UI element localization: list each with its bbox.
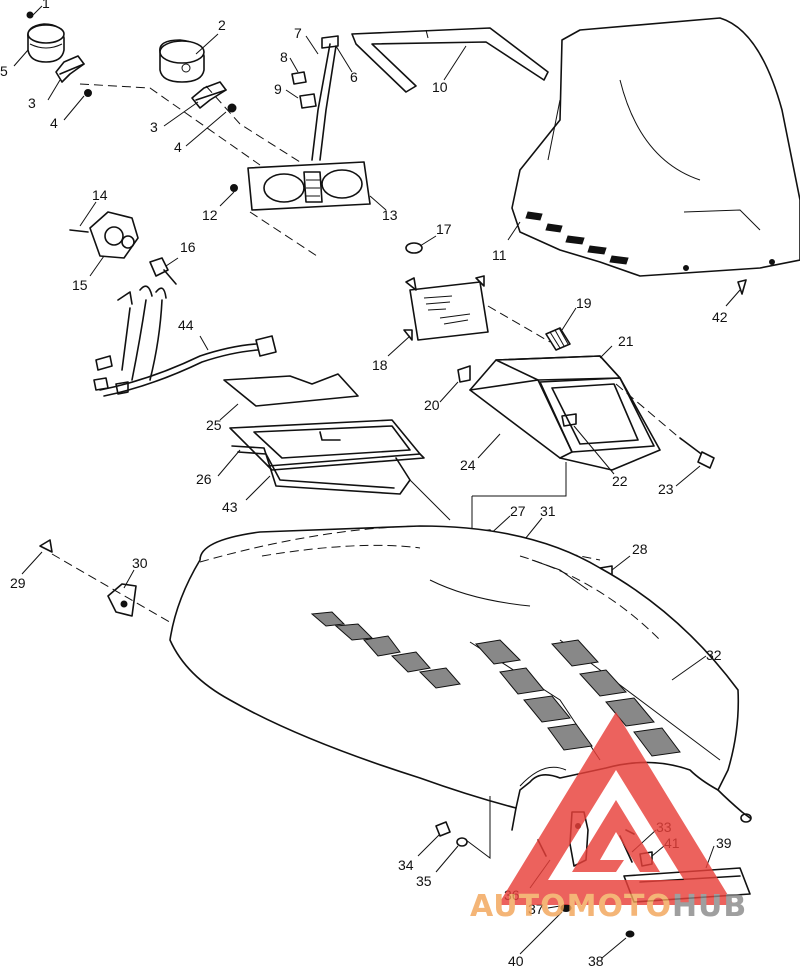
callout-40: 40 (508, 953, 524, 967)
callout-20: 20 (424, 397, 440, 413)
callout-13: 13 (382, 207, 398, 223)
guide-line-housing (472, 462, 567, 497)
nut-34 (417, 821, 451, 857)
pin-29 (21, 539, 53, 575)
callout-6: 6 (350, 69, 358, 85)
callout-18: 18 (372, 357, 388, 373)
callout-2: 2 (218, 17, 226, 33)
callout-29: 29 (10, 575, 26, 591)
callout-9: 9 (274, 81, 282, 97)
gauge-left (13, 5, 65, 67)
watermark-text-hub: HUB (672, 889, 747, 924)
bracket-right (163, 81, 237, 147)
bracket-left (47, 55, 92, 121)
callout-21: 21 (618, 333, 634, 349)
switch-stack (285, 35, 353, 161)
brace-bar (351, 27, 549, 93)
callout-30: 30 (132, 555, 148, 571)
callout-26: 26 (196, 471, 212, 487)
callout-38: 38 (588, 953, 604, 967)
watermark-text-moto: MOTO (567, 889, 672, 924)
callout-43: 43 (222, 499, 238, 515)
callout-12: 12 (202, 207, 218, 223)
callout-4-left: 4 (50, 115, 58, 131)
tray (229, 419, 425, 471)
callout-35: 35 (416, 873, 432, 889)
console-housing (469, 345, 661, 475)
watermark-triangle-icon (498, 712, 734, 905)
fastener-42 (725, 279, 747, 307)
instrument-bezel (219, 161, 387, 211)
callout-5: 5 (0, 63, 8, 79)
guide-hood-right (465, 796, 491, 859)
gauge-right (159, 33, 219, 83)
windshield (507, 17, 800, 277)
clip-20 (439, 365, 471, 403)
callout-34: 34 (398, 857, 414, 873)
callout-3-right: 3 (150, 119, 158, 135)
guide-line-tray (409, 479, 451, 521)
callout-44: 44 (178, 317, 194, 333)
hood (169, 525, 740, 831)
callout-28: 28 (632, 541, 648, 557)
leader-dashed-gauge-right (205, 85, 301, 163)
callout-1: 1 (42, 0, 50, 11)
leader-dashed-gauge-left (79, 83, 261, 166)
callout-24: 24 (460, 457, 476, 473)
leader-dashed-bezel (249, 211, 321, 259)
watermark-inner-mark-icon (572, 800, 660, 872)
spring-19 (545, 307, 577, 351)
frame-43 (217, 445, 411, 501)
bracket-30 (107, 569, 137, 617)
svg-text:AUTOMOTOHUB: AUTOMOTOHUB (470, 889, 747, 924)
watermark-logo: AUTOMOTOHUB (470, 712, 747, 924)
callout-22: 22 (612, 473, 628, 489)
plug-17 (405, 235, 437, 254)
callout-10: 10 (432, 79, 448, 95)
callout-7: 7 (294, 25, 302, 41)
bolt-23 (675, 437, 715, 487)
callout-labels: 1 2 3 3 4 4 5 6 7 8 9 10 11 12 13 14 15 … (0, 0, 732, 967)
callout-19: 19 (576, 295, 592, 311)
key-switch (69, 201, 179, 285)
callout-25: 25 (206, 417, 222, 433)
washer-35 (435, 837, 468, 873)
leader-dashed-plate (487, 305, 551, 343)
callout-16: 16 (180, 239, 196, 255)
callout-23: 23 (658, 481, 674, 497)
callout-17: 17 (436, 221, 452, 237)
callout-11: 11 (492, 247, 507, 263)
leader-dashed-bolt (615, 383, 683, 441)
callout-32: 32 (706, 647, 722, 663)
callout-8: 8 (280, 49, 288, 65)
watermark-text-auto: AUTO (470, 889, 567, 924)
leader-dashed-hood-left (51, 553, 181, 629)
callout-3-left: 3 (28, 95, 36, 111)
gasket-sheet (219, 373, 359, 421)
callout-39: 39 (716, 835, 732, 851)
decal-plate (387, 275, 489, 357)
callout-27: 27 (510, 503, 526, 519)
callout-42: 42 (712, 309, 728, 325)
callout-4-right: 4 (174, 139, 182, 155)
wiring-harness (93, 285, 277, 397)
callout-15: 15 (72, 277, 88, 293)
callout-14: 14 (92, 187, 108, 203)
callout-31: 31 (540, 503, 556, 519)
